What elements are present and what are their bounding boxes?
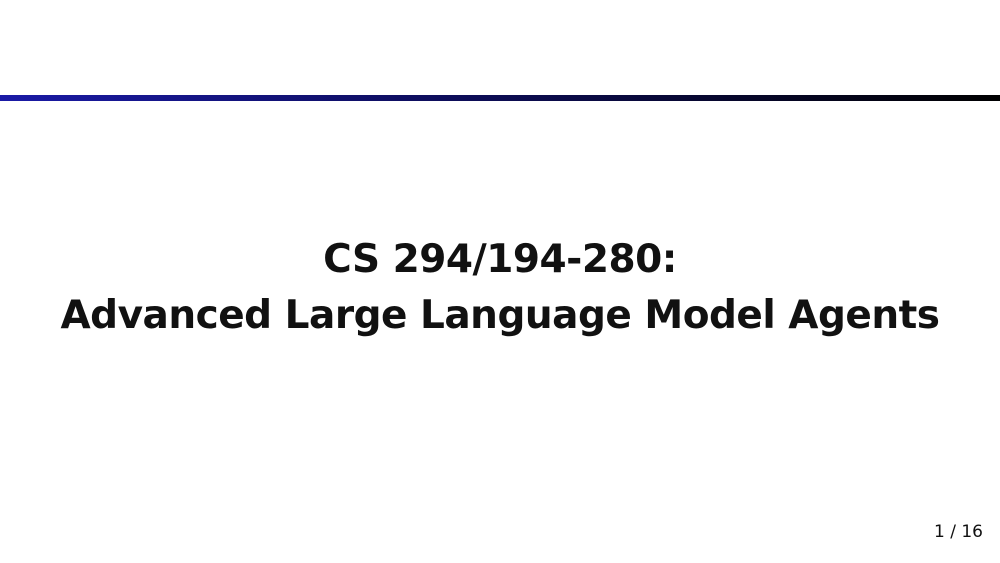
page-number: 1 / 16 xyxy=(934,522,983,542)
course-name: Advanced Large Language Model Agents xyxy=(60,293,940,338)
course-code: CS 294/194-280: xyxy=(323,237,677,282)
slide-title: CS 294/194-280: Advanced Large Language … xyxy=(0,232,1000,344)
header-divider xyxy=(0,95,1000,101)
